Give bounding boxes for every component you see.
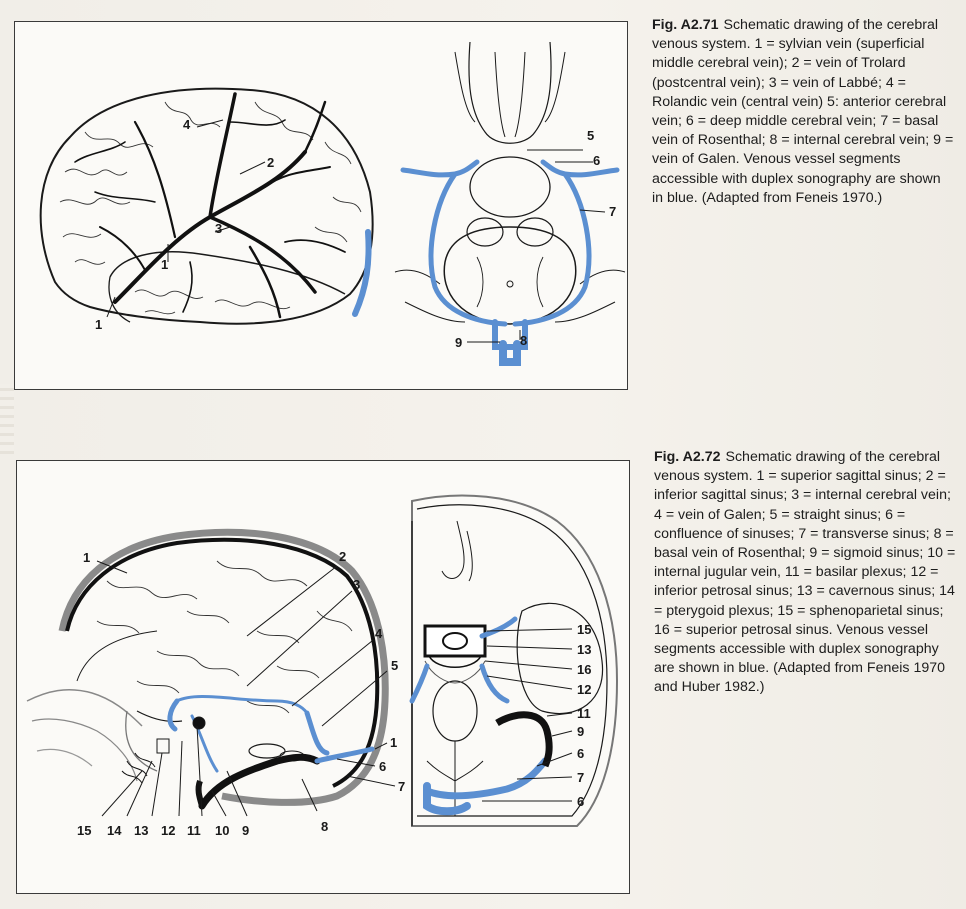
brain-basal-view	[394, 41, 626, 366]
label-7: 7	[398, 779, 405, 794]
figure-a2-71: 4 2 3 1 1	[14, 21, 628, 390]
label-9r: 9	[577, 724, 584, 739]
label-1a: 1	[161, 257, 168, 272]
label-10: 10	[215, 823, 229, 838]
label-1b: 1	[95, 317, 102, 332]
bleed-through-text	[0, 384, 14, 454]
label-8: 8	[520, 333, 527, 348]
label-6: 6	[593, 153, 600, 168]
figure-a2-71-label: Fig. A2.71	[652, 17, 719, 33]
label-1: 1	[83, 550, 90, 565]
label-13: 13	[134, 823, 148, 838]
fig2-right-labels: 15 13 16 12 11 9 6 7 6	[577, 622, 591, 809]
fig2-left-labels: 1 2 3 4 5 1 6 7 8	[83, 549, 405, 834]
label-6r: 6	[577, 746, 584, 761]
label-9: 9	[242, 823, 249, 838]
label-4: 4	[375, 626, 383, 641]
label-11r: 11	[577, 706, 591, 721]
label-15r: 15	[577, 622, 591, 637]
fig2-bottom-labels: 15 14 13 12 11 10 9	[77, 823, 249, 838]
label-9: 9	[455, 335, 462, 350]
label-13r: 13	[577, 642, 591, 657]
figure-a2-72: 1 2 3 4 5 1 6 7 8 15 14 13 12 11 10 9	[16, 460, 630, 894]
label-3: 3	[353, 577, 360, 592]
figure-a2-71-caption-text: Schematic drawing of the cerebral venous…	[652, 17, 954, 206]
figure-a2-71-drawing: 4 2 3 1 1	[39, 41, 626, 366]
label-14: 14	[107, 823, 122, 838]
label-3: 3	[215, 221, 222, 236]
label-16r: 16	[577, 662, 591, 677]
label-5: 5	[587, 128, 594, 143]
label-2: 2	[267, 155, 274, 170]
brain-axial-view	[409, 494, 619, 827]
label-12r: 12	[577, 682, 591, 697]
label-6r-b: 6	[577, 794, 584, 809]
label-2: 2	[339, 549, 346, 564]
figure-a2-72-label: Fig. A2.72	[654, 449, 721, 465]
label-5: 5	[391, 658, 398, 673]
label-8: 8	[321, 819, 328, 834]
label-11: 11	[187, 823, 201, 838]
figure-a2-72-caption-text: Schematic drawing of the cerebral venous…	[654, 449, 956, 696]
label-4: 4	[183, 117, 191, 132]
label-1b: 1	[390, 735, 397, 750]
fig1-right-labels: 5 6 7 9 8	[455, 128, 616, 350]
label-12: 12	[161, 823, 175, 838]
label-6: 6	[379, 759, 386, 774]
label-7: 7	[609, 204, 616, 219]
fig1-left-labels: 4 2 3 1 1	[95, 117, 274, 332]
brain-lateral-view	[39, 87, 374, 325]
label-7r: 7	[577, 770, 584, 785]
label-15: 15	[77, 823, 91, 838]
brain-sagittal-view	[26, 528, 396, 817]
figure-a2-72-drawing: 1 2 3 4 5 1 6 7 8 15 14 13 12 11 10 9	[26, 494, 619, 838]
